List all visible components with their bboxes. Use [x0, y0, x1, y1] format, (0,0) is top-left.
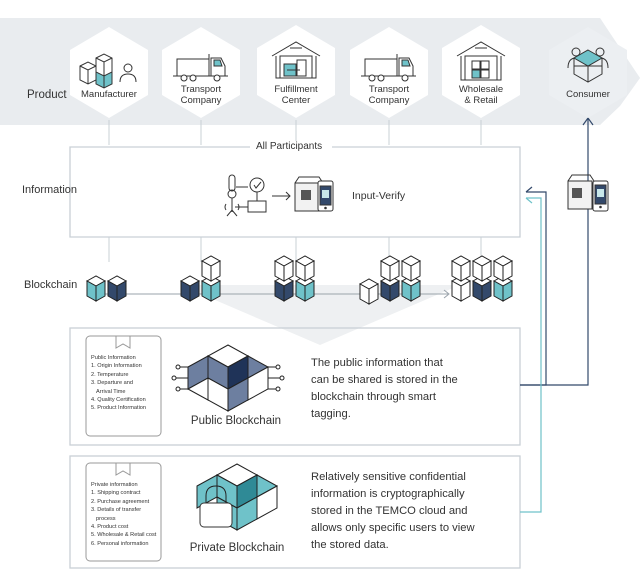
- block-cube: [492, 255, 514, 282]
- block-cube: [106, 275, 128, 302]
- private-description-line: the stored data.: [311, 539, 389, 551]
- information-box: [69, 146, 521, 238]
- private-blockchain-title: Private Blockchain: [189, 542, 285, 554]
- public-info-item: Arrival Time: [96, 388, 126, 395]
- public-blockchain-cube-icon: [171, 344, 285, 412]
- public-info-item: 4. Quality Certification: [91, 397, 146, 404]
- public-description-line: blockchain through smart: [311, 391, 436, 403]
- private-description-line: allows only specific users to view: [311, 522, 475, 534]
- block-cube: [200, 255, 222, 282]
- manufacturer-boxes-icon: [79, 53, 137, 89]
- participant-transport-2: Transport Company: [349, 84, 429, 106]
- private-description-line: information is cryptographically: [311, 488, 465, 500]
- private-info-item: 2. Purchase agreement: [91, 498, 150, 505]
- public-description-line: The public information that: [311, 357, 443, 369]
- public-info-item: 5. Product Information: [91, 405, 147, 412]
- public-description: The public information that can be share…: [311, 355, 458, 423]
- private-description-line: stored in the TEMCO cloud and: [311, 505, 468, 517]
- row-label-product: Product: [27, 89, 67, 101]
- public-section-box: [69, 327, 521, 446]
- arrow-right-icon: [272, 191, 291, 201]
- block-cube: [294, 255, 316, 282]
- participant-fulfillment-label: Fulfillment Center: [274, 84, 318, 106]
- private-info-item: process: [96, 515, 116, 522]
- sensor-thermometer-icon: [224, 174, 267, 217]
- private-info-item: 1. Shipping contract: [91, 490, 141, 497]
- consumer-boxes-icon: [567, 47, 609, 83]
- block-cube: [400, 255, 422, 282]
- participant-wholesale: Wholesale & Retail: [441, 84, 521, 106]
- participant-consumer: Consumer: [566, 89, 610, 100]
- row-label-information: Information: [22, 184, 78, 196]
- public-document-card: [85, 335, 162, 437]
- block-cube: [179, 275, 201, 302]
- block-cube: [273, 255, 295, 282]
- hex-transport-1: [162, 27, 240, 118]
- truck-icon: [361, 54, 416, 82]
- private-description-line: Relatively sensitive confidential: [311, 471, 466, 483]
- public-info-list: Public Information 1. Origin Information…: [91, 354, 146, 413]
- public-blockchain-title: Public Blockchain: [190, 415, 282, 427]
- private-info-item: 6. Personal information: [91, 540, 149, 547]
- private-info-item: 5. Wholesale & Retail cost: [91, 532, 157, 539]
- block-cube: [471, 255, 493, 282]
- truck-icon: [173, 54, 228, 82]
- private-info-list: Private information 1. Shipping contract…: [91, 481, 156, 548]
- consumer-qr-phone-icon: [567, 174, 609, 212]
- private-description: Relatively sensitive confidential inform…: [311, 469, 475, 554]
- public-description-line: tagging.: [311, 408, 351, 420]
- hex-transport-2: [350, 27, 428, 118]
- participant-transport-1-label: Transport Company: [180, 84, 222, 106]
- block-cube: [358, 278, 380, 305]
- input-verify-label: Input-Verify: [352, 190, 406, 202]
- qr-box-phone-icon: [294, 176, 334, 212]
- blockchain-blocks: [85, 255, 514, 305]
- participant-wholesale-label: Wholesale & Retail: [458, 84, 504, 106]
- information-box-title: All Participants: [253, 141, 326, 152]
- public-flow-lines: [520, 116, 594, 386]
- public-info-item: 1. Origin Information: [91, 363, 142, 370]
- private-info-item: 3. Details of transfer: [91, 507, 142, 514]
- block-cube: [379, 255, 401, 282]
- private-info-title: Private information: [91, 482, 138, 488]
- private-info-item: 4. Product cost: [91, 524, 129, 531]
- row-label-blockchain: Blockchain: [24, 279, 78, 291]
- public-description-line: can be shared is stored in the: [311, 374, 458, 386]
- private-blockchain-cube-icon: [196, 463, 279, 531]
- padlock-icon: [205, 485, 227, 503]
- public-info-item: 2. Temperature: [91, 371, 129, 378]
- block-cube: [85, 275, 107, 302]
- block-cube: [450, 255, 472, 282]
- participant-manufacturer: Manufacturer: [81, 89, 137, 100]
- public-info-item: 3. Departure and: [91, 380, 133, 387]
- warehouse-icon: [271, 41, 321, 79]
- public-info-title: Public Information: [91, 355, 136, 361]
- private-document-card: [85, 462, 162, 562]
- participant-transport-2-label: Transport Company: [368, 84, 410, 106]
- participant-transport-1: Transport Company: [161, 84, 241, 106]
- warehouse-shelves-icon: [456, 41, 506, 81]
- participant-fulfillment: Fulfillment Center: [256, 84, 336, 106]
- private-flow-lines: [520, 197, 542, 513]
